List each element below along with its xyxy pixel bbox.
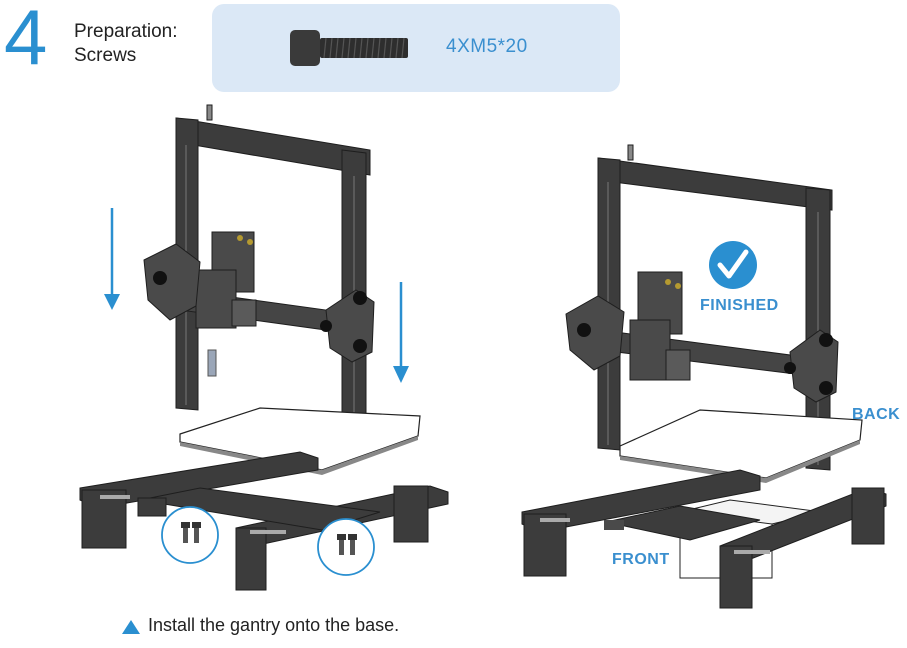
screw-detail-callout bbox=[161, 506, 219, 564]
screw-icon bbox=[290, 30, 408, 66]
front-label: FRONT bbox=[612, 551, 670, 568]
down-arrow-icon bbox=[393, 282, 409, 383]
screw-spec-label: 4XM5*20 bbox=[446, 36, 528, 57]
finished-label: FINISHED bbox=[700, 297, 779, 314]
left-printer bbox=[79, 104, 449, 591]
down-arrow-icon bbox=[104, 208, 120, 310]
screw-spec-box bbox=[212, 4, 620, 92]
step-number: 4 bbox=[4, 0, 48, 81]
step-title-line2: Screws bbox=[74, 45, 137, 66]
triangle-up-icon bbox=[122, 620, 140, 634]
back-label: BACK bbox=[852, 406, 901, 423]
step-title: Preparation: Screws bbox=[74, 20, 178, 68]
caption-text: Install the gantry onto the base. bbox=[148, 615, 400, 635]
step-title-line1: Preparation: bbox=[74, 21, 178, 42]
screw-detail-callout bbox=[317, 518, 375, 576]
check-badge-icon bbox=[709, 241, 757, 289]
right-printer bbox=[521, 144, 887, 609]
